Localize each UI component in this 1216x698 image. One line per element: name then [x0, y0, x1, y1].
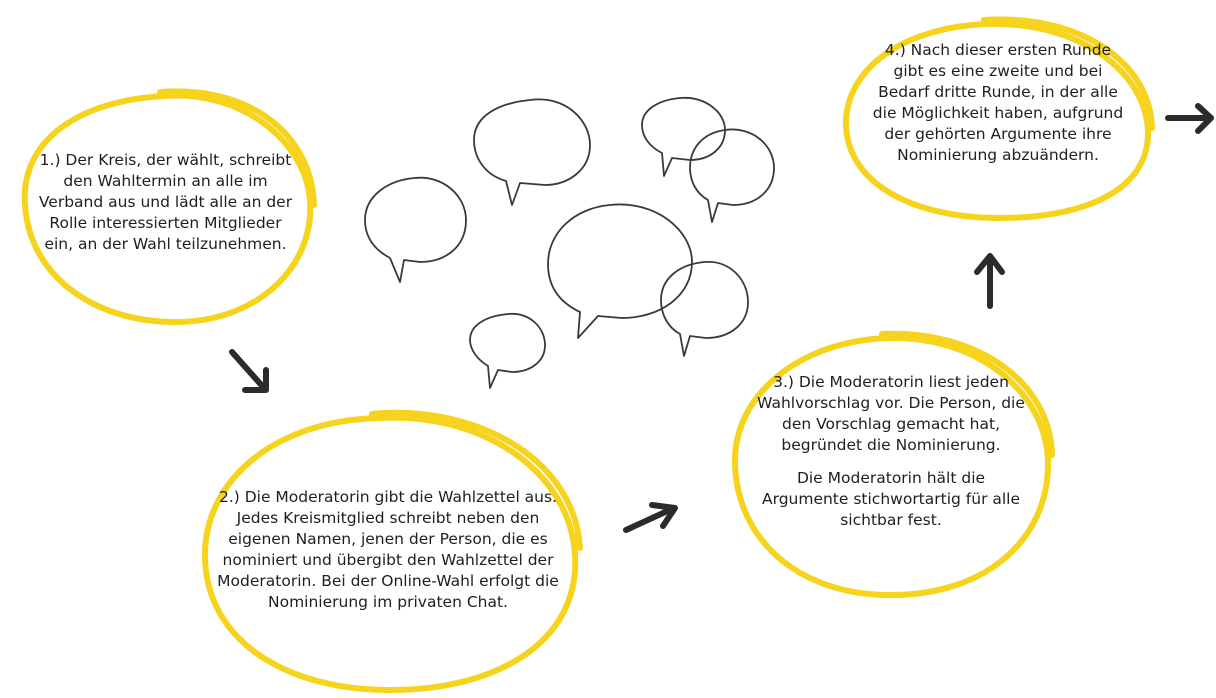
speech-bubble-icon — [364, 176, 467, 283]
step-3-text: 3.) Die Moderatorin liest jeden Wahlvors… — [752, 372, 1030, 531]
step-2-description: 2.) Die Moderatorin gibt die Wahlzettel … — [217, 488, 559, 611]
circle-step-4 — [842, 16, 1155, 222]
arrow-up-icon — [974, 253, 1005, 309]
circle-step-1 — [21, 88, 317, 326]
speech-bubble-icon — [641, 97, 726, 177]
speech-bubble-icon — [469, 313, 546, 389]
arrow-down-right-icon — [229, 349, 269, 393]
step-1-text: 1.) Der Kreis, der wählt, schreibt den W… — [38, 150, 293, 255]
speech-bubble-icon — [547, 203, 693, 339]
circle-step-3 — [731, 330, 1055, 599]
arrow-up-right-icon — [623, 502, 678, 533]
speech-bubble-icon — [660, 261, 749, 357]
step-2-text: 2.) Die Moderatorin gibt die Wahlzettel … — [208, 487, 568, 613]
step-3-note: Die Moderatorin hält die Argumente stich… — [761, 469, 1021, 529]
circle-step-2 — [201, 409, 583, 694]
arrow-right-icon — [1165, 103, 1214, 134]
step-1-description: 1.) Der Kreis, der wählt, schreibt den W… — [38, 151, 293, 253]
speech-bubble-icon — [473, 98, 591, 206]
speech-bubble-icon — [689, 128, 775, 223]
step-3-description: 3.) Die Moderatorin liest jeden Wahlvors… — [757, 373, 1025, 454]
step-4-description: 4.) Nach dieser ersten Runde gibt es ein… — [872, 41, 1124, 164]
step-4-text: 4.) Nach dieser ersten Runde gibt es ein… — [868, 40, 1128, 166]
